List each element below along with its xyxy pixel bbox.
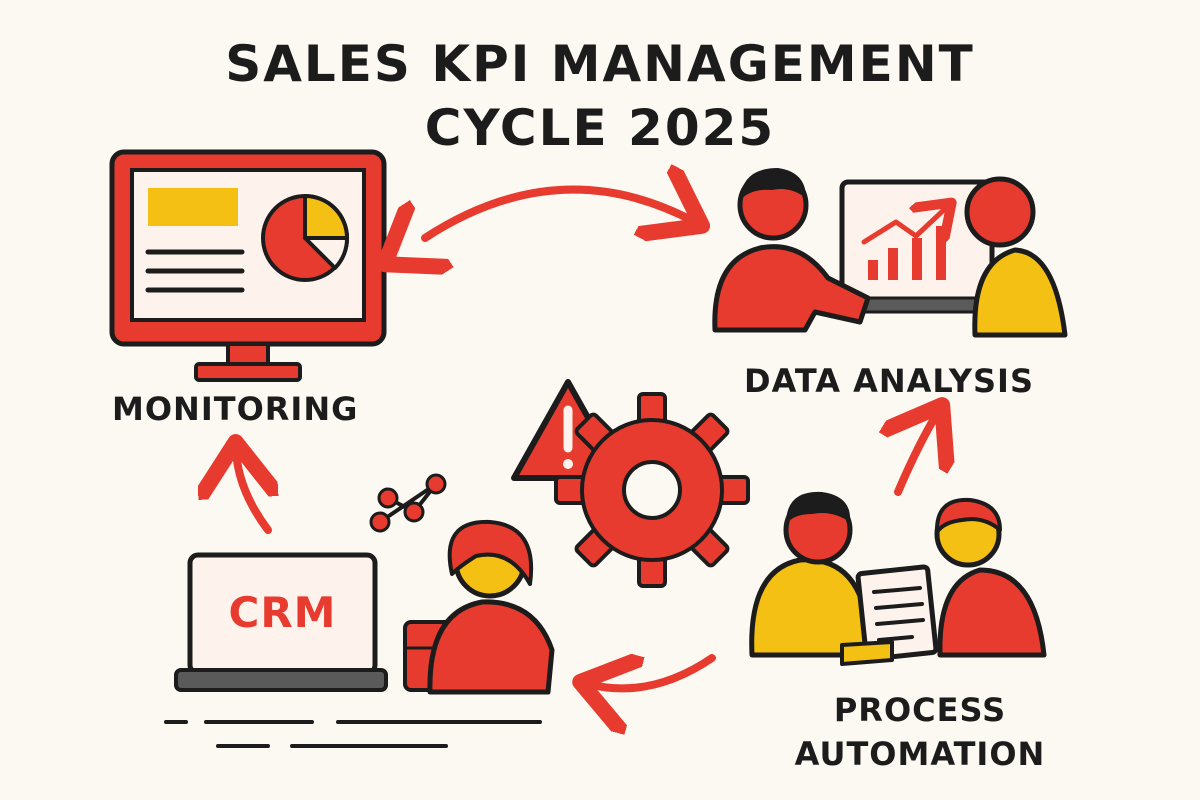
title-line-2: CYCLE 2025 <box>424 99 776 157</box>
laptop-icon <box>174 552 388 692</box>
document-icon <box>855 564 939 662</box>
arrow-automation-to-data-analysis <box>898 412 938 496</box>
node-graph-icon <box>369 473 447 533</box>
title-line-1: SALES KPI MANAGEMENT <box>225 35 975 93</box>
page-title: SALES KPI MANAGEMENT CYCLE 2025 <box>0 32 1200 160</box>
gear-icon <box>554 392 750 588</box>
stage-label-process-line-1: PROCESS <box>833 691 1007 729</box>
person-icon <box>403 519 555 695</box>
stage-label-process-line-2: AUTOMATION <box>794 735 1046 773</box>
arrow-automation-to-crm <box>588 658 716 688</box>
stage-label-process-automation: PROCESS AUTOMATION <box>780 688 1060 776</box>
crm-label: CRM <box>228 588 337 637</box>
arrow-crm-to-monitoring <box>236 450 268 534</box>
stage-label-monitoring: MONITORING <box>112 390 359 428</box>
team-automation-icon <box>749 491 1047 666</box>
arrow-monitoring-data-analysis <box>425 190 695 238</box>
pie-chart-icon <box>261 194 350 282</box>
desk-lines <box>164 720 542 748</box>
team-analysis-icon <box>712 168 1068 338</box>
bar-chart-icon <box>861 206 948 280</box>
monitor-dashboard-icon <box>109 149 387 382</box>
stage-label-data-analysis: DATA ANALYSIS <box>744 362 1034 400</box>
